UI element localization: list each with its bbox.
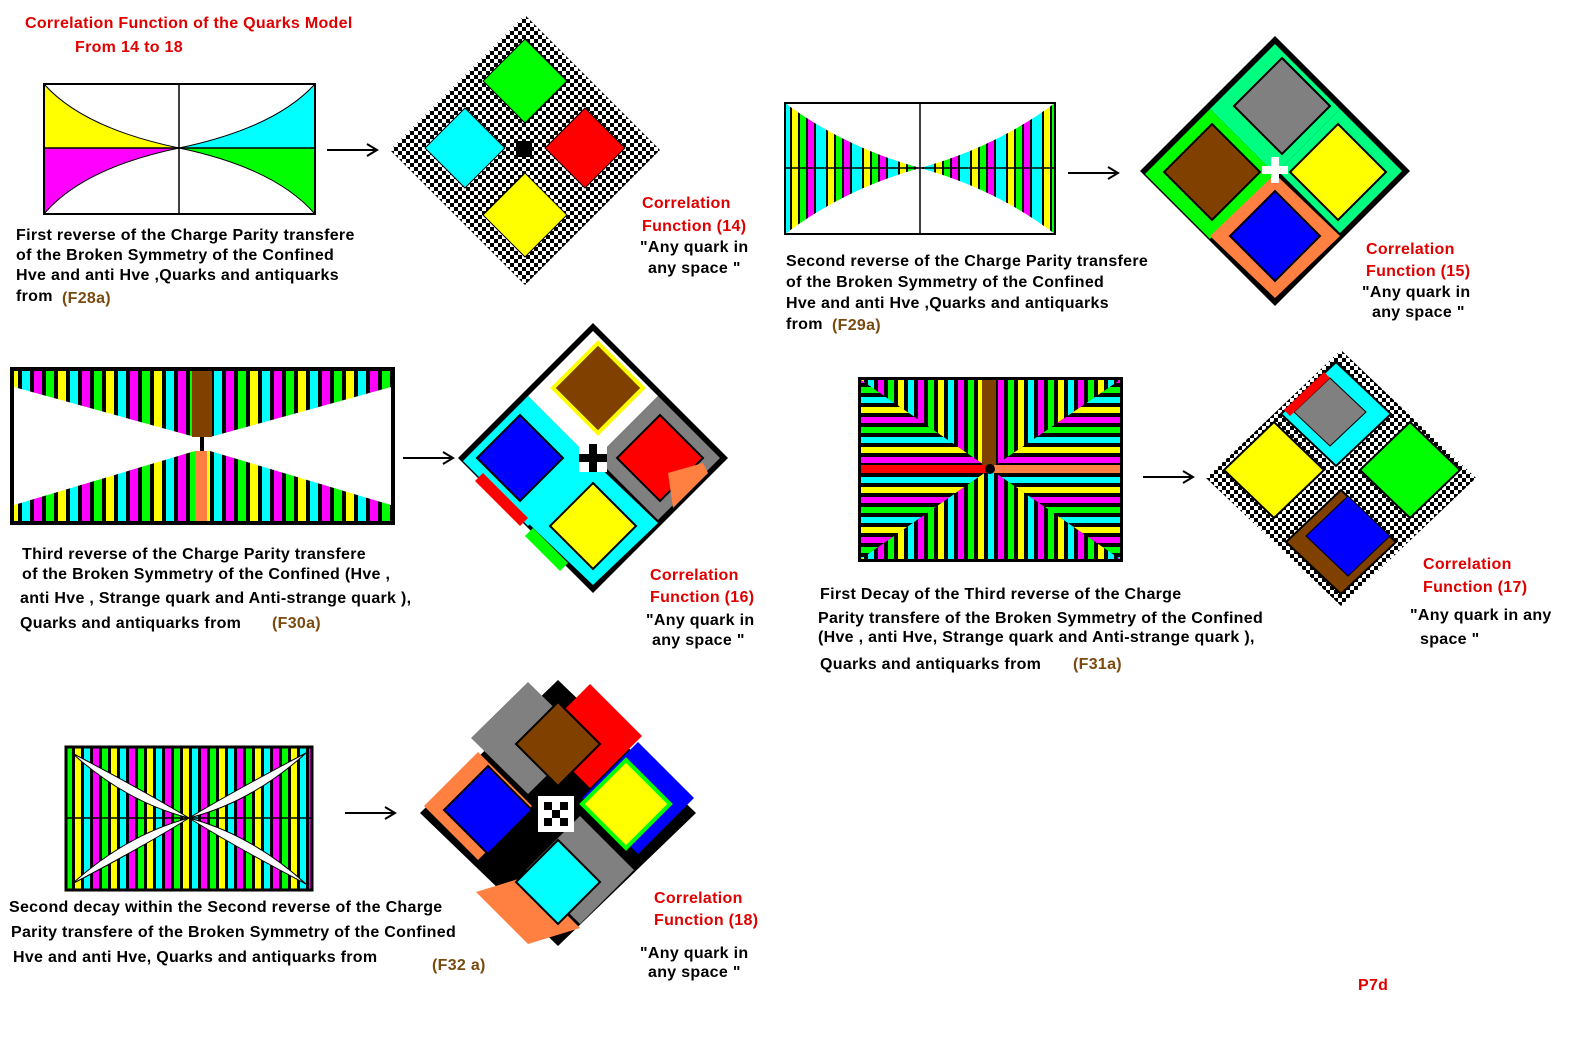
ref-15: (F29a) [832,317,881,334]
figure-f28a [43,83,316,215]
quote-15-line1: "Any quark in [1362,284,1471,301]
arrow-right-icon [1068,166,1120,180]
caption-17-line1: First Decay of the Third reverse of the … [820,586,1182,603]
quote-16-line1: "Any quark in [646,612,755,629]
corr-label-18-line1: Correlation [654,890,743,907]
corr-label-17-line1: Correlation [1423,556,1512,573]
corr-label-18-line2: Function (18) [654,912,759,929]
corr-label-16-line1: Correlation [650,567,739,584]
quote-14-line2: any space " [648,260,741,277]
quote-14-line1: "Any quark in [640,239,749,256]
figure-f31a [858,377,1123,562]
correlation-diamond-17 [1206,350,1476,606]
correlation-diamond-18 [420,680,696,946]
correlation-diamond-15 [1140,36,1410,306]
ref-18: (F32 a) [432,957,486,974]
corr-label-15-line1: Correlation [1366,241,1455,258]
caption-14-line3: Hve and anti Hve ,Quarks and antiquarks [16,267,339,284]
quote-17-line1: "Any quark in any [1410,607,1552,624]
caption-17-line3: (Hve , anti Hve, Strange quark and Anti-… [818,629,1255,646]
caption-16-line2: of the Broken Symmetry of the Confined (… [22,566,391,583]
ref-16: (F30a) [272,615,321,632]
caption-15-line2: of the Broken Symmetry of the Confined [786,274,1105,291]
page-subtitle: From 14 to 18 [75,39,183,56]
corr-label-14-line2: Function (14) [642,218,747,235]
ref-14: (F28a) [62,290,111,307]
arrow-right-icon [327,143,379,157]
caption-17-line2: Parity transfere of the Broken Symmetry … [818,610,1264,627]
caption-16-line3: anti Hve , Strange quark and Anti-strang… [20,590,412,607]
caption-15-line3: Hve and anti Hve ,Quarks and antiquarks [786,295,1109,312]
caption-14-line2: of the Broken Symmetry of the Confined [16,247,335,264]
quote-17-line2: space " [1420,631,1480,648]
caption-15-line1: Second reverse of the Charge Parity tran… [786,253,1149,270]
ref-17: (F31a) [1073,656,1122,673]
quote-18-line1: "Any quark in [640,945,749,962]
arrow-right-icon [1143,470,1195,484]
figure-f29a [784,102,1056,235]
caption-16-line4: Quarks and antiquarks from [20,615,242,632]
corr-label-14-line1: Correlation [642,195,731,212]
figure-f30a [10,367,395,525]
caption-18-line2: Parity transfere of the Broken Symmetry … [11,924,457,941]
quote-15-line2: any space " [1372,304,1465,321]
caption-16-line1: Third reverse of the Charge Parity trans… [22,546,366,563]
quote-16-line2: any space " [652,632,745,649]
arrow-right-icon [345,806,397,820]
corr-label-16-line2: Function (16) [650,589,755,606]
caption-18-line3: Hve and anti Hve, Quarks and antiquarks … [13,949,378,966]
quote-18-line2: any space " [648,964,741,981]
corr-label-17-line2: Function (17) [1423,579,1528,596]
correlation-diamond-14 [390,15,660,285]
correlation-diamond-16 [458,323,728,593]
caption-14-line4: from [16,288,53,305]
page-code: P7d [1358,977,1389,994]
page-title: Correlation Function of the Quarks Model [25,15,353,32]
caption-15-line4: from [786,316,823,333]
figure-f32a [64,745,314,892]
arrow-right-icon [403,451,455,465]
caption-18-line1: Second decay within the Second reverse o… [9,899,443,916]
caption-17-line4: Quarks and antiquarks from [820,656,1042,673]
caption-14-line1: First reverse of the Charge Parity trans… [16,227,355,244]
corr-label-15-line2: Function (15) [1366,263,1471,280]
